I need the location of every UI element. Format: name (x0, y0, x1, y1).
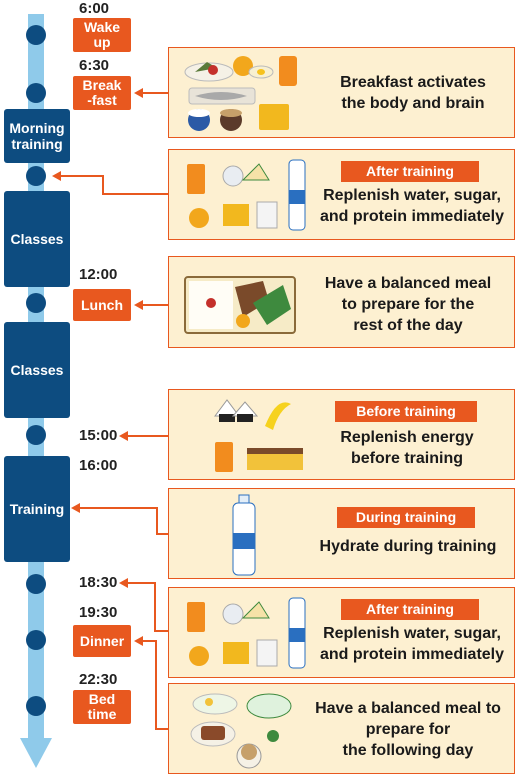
card-after-training-2: After training Replenish water, sugar, a… (168, 587, 515, 678)
block-classes-1: Classes (4, 191, 70, 287)
connector-after-training-2-top (126, 582, 156, 584)
card-lunch: Have a balanced meal to prepare for the … (168, 256, 515, 348)
connector-during-training-h (156, 533, 168, 535)
after-training-food-icon-2 (187, 597, 306, 669)
block-classes-2-label: Classes (10, 362, 64, 378)
timeline-dot-after-morning-training (26, 166, 46, 186)
timeline-dot-lunch (26, 293, 46, 313)
lunch-box-icon (184, 276, 296, 334)
connector-after-training-2-v (154, 582, 156, 632)
tag-wake-up: Wake up (73, 18, 131, 52)
breakfast-meal-icon (184, 56, 297, 131)
time-wake: 6:00 (79, 0, 110, 17)
time-breakfast: 6:30 (79, 57, 110, 74)
before-training-food-icon (214, 399, 303, 472)
water-bottle-icon (232, 494, 256, 576)
timeline-dot-breakfast (26, 83, 46, 103)
arrowhead-lunch (134, 300, 143, 310)
arrowhead-before-training (119, 431, 128, 441)
card-during-training-text: Hydrate during training (319, 538, 497, 555)
card-before-training-text: Replenish energy before training (340, 429, 474, 467)
time-after-training: 18:30 (79, 574, 118, 591)
tag-breakfast-label: Break -fast (82, 77, 122, 108)
connector-after-training-2-h (154, 630, 168, 632)
block-morning-training: Morning training (4, 109, 70, 163)
arrowhead-during-training (71, 503, 80, 513)
card-after-training-1-text: Replenish water, sugar, and protein imme… (319, 187, 505, 225)
connector-after-training-1-v (102, 175, 104, 194)
timeline-dot-snack (26, 425, 46, 445)
time-snack: 15:00 (79, 427, 118, 444)
timeline-dot-bed (26, 696, 46, 716)
card-dinner-text: Have a balanced meal to prepare for the … (315, 700, 501, 759)
time-training: 16:00 (79, 457, 118, 474)
block-classes-2: Classes (4, 322, 70, 418)
connector-before-training (126, 435, 168, 437)
connector-after-training-1-top (60, 175, 104, 177)
card-during-training-heading: During training (337, 507, 475, 528)
card-after-training-1: After training Replenish water, sugar, a… (168, 149, 515, 240)
connector-dinner-h (155, 728, 168, 730)
timeline-dot-after-training (26, 574, 46, 594)
card-after-training-2-heading: After training (341, 599, 479, 620)
timeline-dot-wake (26, 25, 46, 45)
card-dinner: Have a balanced meal to prepare for the … (168, 683, 515, 774)
dinner-meal-icon (190, 693, 292, 769)
tag-lunch-label: Lunch (81, 296, 123, 313)
card-breakfast: Breakfast activates the body and brain (168, 47, 515, 138)
tag-dinner: Dinner (73, 625, 131, 657)
block-classes-1-label: Classes (10, 231, 64, 247)
card-during-training: During training Hydrate during training (168, 488, 515, 579)
arrowhead-breakfast (134, 88, 143, 98)
tag-bed-time-label: Bed time (87, 691, 117, 722)
tag-breakfast: Break -fast (73, 76, 131, 110)
card-after-training-2-text: Replenish water, sugar, and protein imme… (319, 625, 505, 663)
connector-dinner-top (140, 640, 157, 642)
connector-lunch (140, 304, 168, 306)
card-lunch-text: Have a balanced meal to prepare for the … (324, 275, 492, 334)
arrowhead-after-training-1 (52, 171, 61, 181)
arrowhead-dinner (134, 636, 143, 646)
tag-lunch: Lunch (73, 289, 131, 321)
time-lunch: 12:00 (79, 266, 118, 283)
time-dinner: 19:30 (79, 604, 118, 621)
connector-after-training-1-h (102, 193, 168, 195)
tag-wake-up-label: Wake up (83, 19, 121, 50)
card-after-training-1-heading: After training (341, 161, 479, 182)
after-training-food-icon (187, 159, 306, 231)
block-training-label: Training (9, 501, 65, 517)
block-morning-training-label: Morning training (9, 120, 65, 152)
arrowhead-after-training-2 (119, 578, 128, 588)
time-bed: 22:30 (79, 671, 118, 688)
card-before-training-heading: Before training (335, 401, 477, 422)
card-breakfast-text: Breakfast activates the body and brain (340, 74, 486, 112)
connector-during-training-v (156, 507, 158, 535)
connector-dinner-v (155, 640, 157, 730)
tag-bed-time: Bed time (73, 690, 131, 724)
tag-dinner-label: Dinner (79, 632, 125, 649)
timeline-arrow-head (20, 738, 52, 768)
connector-breakfast (140, 92, 168, 94)
connector-during-training-top (78, 507, 158, 509)
card-before-training: Before training Replenish energy before … (168, 389, 515, 480)
block-training: Training (4, 456, 70, 562)
timeline-dot-dinner (26, 630, 46, 650)
